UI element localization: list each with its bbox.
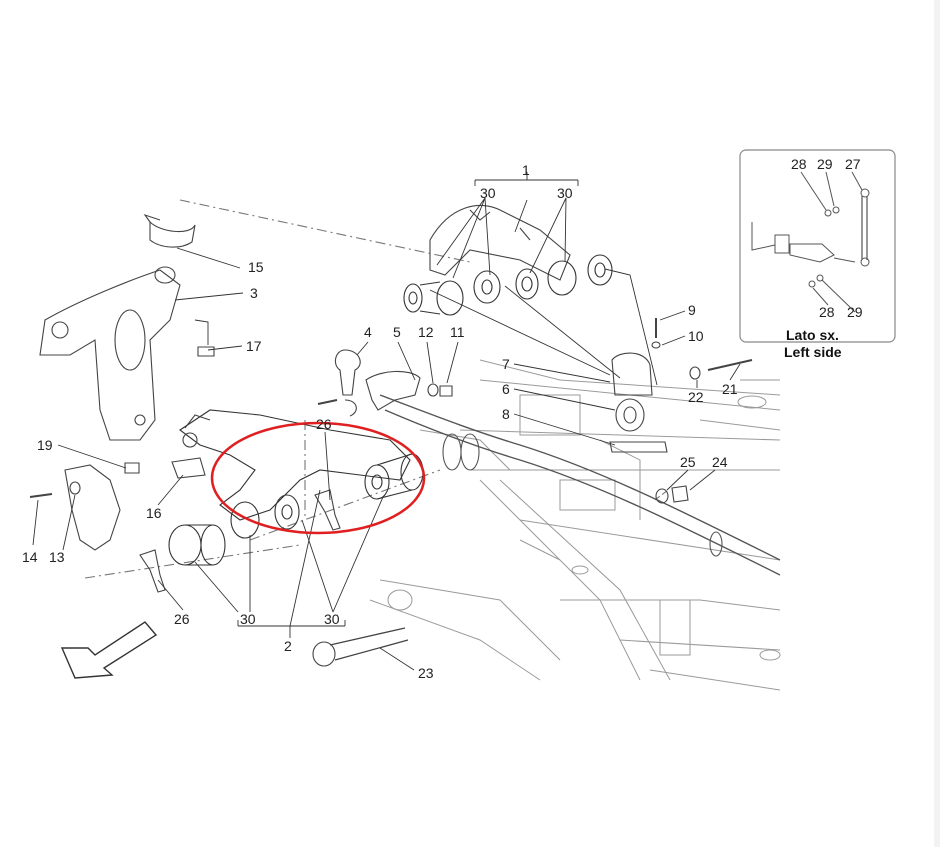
inset-title-english: Left side <box>784 344 842 360</box>
callout-17: 17 <box>246 338 262 354</box>
callout-30-lower-left: 30 <box>240 611 256 627</box>
callout-3: 3 <box>250 285 258 301</box>
callout-11: 11 <box>450 324 465 340</box>
page-scrollbar[interactable] <box>934 0 940 847</box>
callout-16: 16 <box>146 505 162 521</box>
inset-callout-29-top: 29 <box>817 156 833 172</box>
inset-callout-28-bottom: 28 <box>819 304 835 320</box>
callout-7: 7 <box>502 356 510 372</box>
inset-callout-27: 27 <box>845 156 861 172</box>
callout-6: 6 <box>502 381 510 397</box>
callout-22: 22 <box>688 389 704 405</box>
callout-26-lower: 26 <box>174 611 190 627</box>
callout-15: 15 <box>248 259 264 275</box>
callout-8: 8 <box>502 406 510 422</box>
callout-14: 14 <box>22 549 38 565</box>
inset-callout-29-bottom: 29 <box>847 304 863 320</box>
callout-30-upper-right: 30 <box>557 185 573 201</box>
callout-4: 4 <box>364 324 372 340</box>
callout-25: 25 <box>680 454 696 470</box>
inset-left-side <box>739 149 896 343</box>
callout-19: 19 <box>37 437 53 453</box>
callout-13: 13 <box>49 549 65 565</box>
callout-10: 10 <box>688 328 704 344</box>
callout-21: 21 <box>722 381 738 397</box>
callout-1: 1 <box>522 162 530 178</box>
callout-5: 5 <box>393 324 401 340</box>
highlight-ellipse <box>210 421 426 535</box>
callout-23: 23 <box>418 665 434 681</box>
inset-title-italian: Lato sx. <box>786 327 839 343</box>
callout-12: 12 <box>418 324 434 340</box>
callout-30-lower-right: 30 <box>324 611 340 627</box>
callout-26-upper: 26 <box>316 416 332 432</box>
callout-2: 2 <box>284 638 292 654</box>
callout-30-upper-left: 30 <box>480 185 496 201</box>
callout-24: 24 <box>712 454 728 470</box>
inset-callout-28-top: 28 <box>791 156 807 172</box>
callout-9: 9 <box>688 302 696 318</box>
